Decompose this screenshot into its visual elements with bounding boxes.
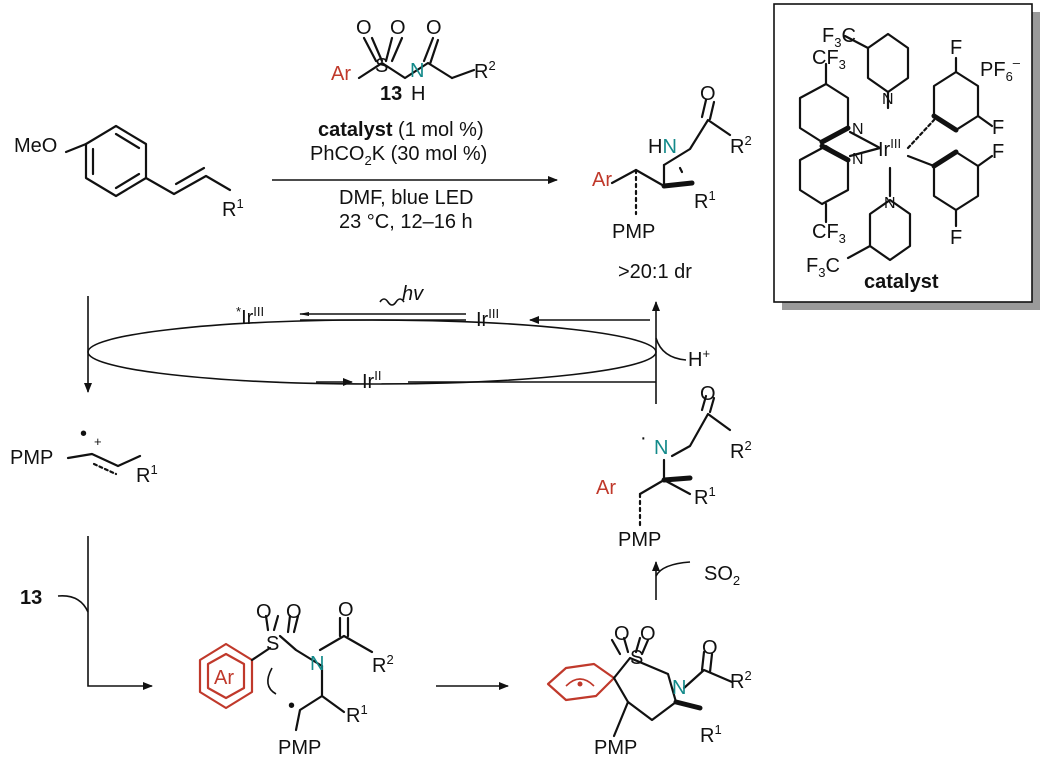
methoxy-group: MeO [14, 135, 57, 157]
aryl-group-label: Ar [331, 63, 351, 85]
iridium-center: IrIII [878, 136, 901, 161]
cyclohexadienyl-radical-dot [577, 681, 583, 687]
ipso-attack-curve [267, 667, 277, 695]
spiro-pmp: PMP [594, 737, 637, 759]
carbonyl-oxygen: O [426, 17, 442, 39]
spiro-s: S [630, 647, 643, 669]
fluorine-1: F [950, 37, 962, 59]
addition-step: 13 [20, 536, 153, 690]
radical-cation-r1: R1 [136, 462, 158, 487]
adduct-pmp: PMP [278, 737, 321, 759]
cf3-bipy-upper: CF3 [812, 47, 846, 72]
product-aminoarylation: O HN R2 Ar R1 PMP >20:1 dr [592, 83, 752, 283]
product-carbonyl-o: O [700, 83, 716, 105]
cyclohexadienyl-radical-arc [565, 678, 595, 687]
adduct-s: S [266, 633, 279, 655]
sulfonyl-oxygen-1: O [356, 17, 372, 39]
radical-ar: Ar [596, 477, 616, 499]
proton-curve [655, 337, 687, 361]
nh-hydrogen: H [411, 83, 425, 105]
nitrogen-atom: N [410, 60, 424, 82]
photoredox-cycle: hv *IrIII IrIII IrII H+ [84, 283, 710, 404]
substrate-r1: R1 [222, 196, 244, 221]
radical-dot: • [80, 423, 87, 445]
adduct-o1: O [256, 601, 272, 623]
cf3-bipy-lower: CF3 [812, 221, 846, 246]
adduct-o3: O [338, 599, 354, 621]
cf3-top-label: F3C [822, 25, 856, 50]
cation-plus: + [94, 434, 102, 449]
radical-cation-pmp: PMP [10, 447, 53, 469]
base-loading: PhCO2K (30 mol %) [310, 143, 487, 168]
distonic-radical-adduct: O O S N O R2 Ar • R1 PMP [198, 599, 394, 759]
spiro-r1: R1 [700, 722, 722, 747]
pyridine-n-top: N [882, 91, 894, 108]
sulfonyl-oxygen-2: O [390, 17, 406, 39]
adduct-r2: R2 [372, 652, 394, 677]
adduct-o2: O [286, 601, 302, 623]
radical-r2: R2 [730, 438, 752, 463]
hexafluorophosphate: PF6– [980, 55, 1021, 84]
spiro-r2: R2 [730, 668, 752, 693]
so2-loss-curve [655, 561, 691, 577]
product-r2: R2 [730, 133, 752, 158]
spirocyclic-intermediate: O O S N O R2 R1 PMP [546, 623, 752, 759]
reagent-sulfonamide-13: O O S O Ar N H R2 13 [331, 17, 496, 105]
amidyl-radical-intermediate: O · N R2 Ar R1 PMP SO2 [596, 383, 752, 600]
product-nh: HN [648, 136, 677, 158]
radical-r1: R1 [694, 484, 716, 509]
catalyst-structure-box: F3C CF3 CF3 F3C F F F F PF6– N N N N IrI… [773, 3, 1040, 310]
adduct-n: N [310, 653, 324, 675]
adduct-dot: • [288, 695, 295, 717]
spiro-o1: O [614, 623, 630, 645]
temperature-time: 23 °C, 12–16 h [339, 211, 473, 233]
spiro-o3: O [702, 637, 718, 659]
compound-label-13: 13 [380, 83, 402, 105]
proton-label: H+ [688, 346, 710, 371]
fluorine-4: F [950, 227, 962, 249]
radical-carbonyl-o: O [700, 383, 716, 405]
amidyl-n: N [654, 437, 668, 459]
excited-iridium: *IrIII [236, 304, 264, 329]
iridium-ii: IrII [362, 368, 381, 393]
amidyl-dot: · [640, 427, 647, 449]
light-wavy-line [379, 298, 405, 306]
radical-cation: PMP • + R1 [10, 423, 158, 487]
cf3-bottom-label: F3C [806, 255, 840, 280]
addition-arrow [87, 536, 153, 690]
spiro-n: N [672, 677, 686, 699]
fluorine-2: F [992, 117, 1004, 139]
product-pmp: PMP [612, 221, 655, 243]
r2-group: R2 [474, 58, 496, 83]
product-r1: R1 [694, 188, 716, 213]
radical-pmp: PMP [618, 529, 661, 551]
diastereoselectivity: >20:1 dr [618, 261, 692, 283]
reagent-13-label: 13 [20, 587, 42, 609]
substrate-anethole: MeO R1 [14, 124, 244, 221]
iridium-iii: IrIII [476, 306, 499, 331]
spiro-o2: O [640, 623, 656, 645]
bipy-n-upper: N [852, 121, 864, 138]
adduct-r1: R1 [346, 702, 368, 727]
sulfur-atom: S [375, 55, 388, 77]
catalyst-label: catalyst [864, 271, 939, 293]
pyridine-n-bottom: N [884, 195, 896, 212]
solvent-light: DMF, blue LED [339, 187, 474, 209]
catalyst-loading: catalyst (1 mol %) [318, 119, 484, 141]
fluorine-3: F [992, 141, 1004, 163]
sulfur-dioxide: SO2 [704, 563, 740, 588]
adduct-ar: Ar [214, 667, 234, 689]
bipy-n-lower: N [852, 151, 864, 168]
hv-label: hv [402, 283, 424, 305]
reagent-addition-curve [57, 595, 89, 613]
product-ar: Ar [592, 169, 612, 191]
reaction-conditions: catalyst (1 mol %) PhCO2K (30 mol %) DMF… [272, 119, 558, 233]
